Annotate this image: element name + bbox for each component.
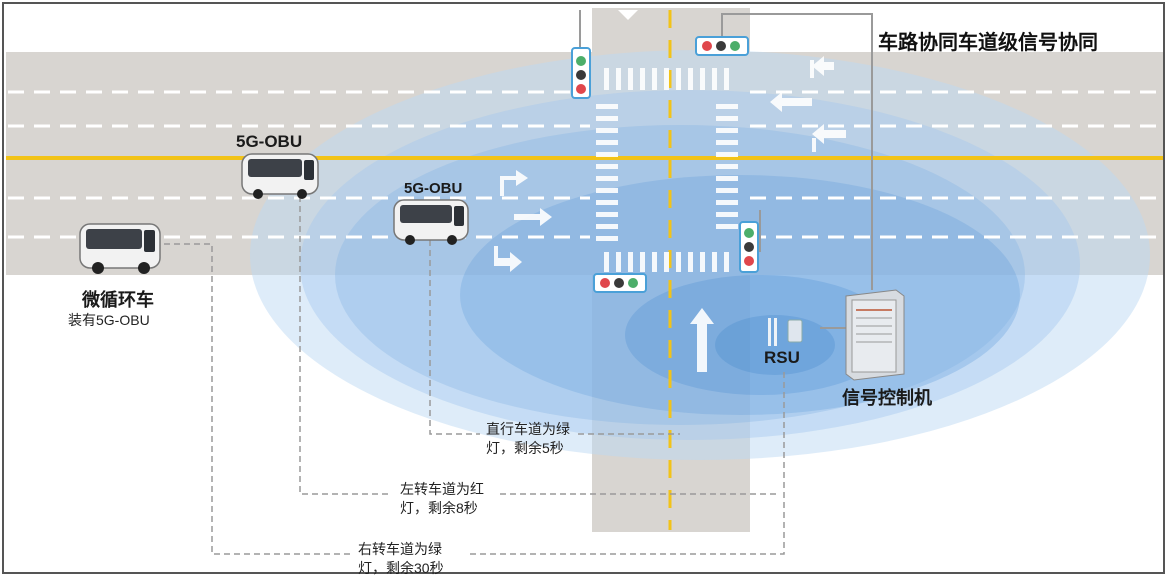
rsu-antenna-icon — [768, 318, 803, 346]
rsu-label: RSU — [764, 348, 800, 367]
arrow-icon — [690, 308, 714, 372]
straight-message-line1: 直行车道为绿 — [486, 421, 570, 437]
leader-lines — [164, 196, 785, 555]
bus-sub-label: 装有5G-OBU — [68, 312, 150, 328]
arrow-icon — [494, 170, 552, 272]
straight-lane-message: 直行车道为绿 灯，剩余5秒 — [486, 420, 570, 458]
bus-icon — [241, 153, 319, 199]
traffic-light-icon — [695, 36, 749, 56]
direction-marker — [618, 10, 638, 20]
arrow-icon — [770, 56, 846, 152]
bus-name-label: 微循环车 — [82, 290, 154, 310]
traffic-light-icon — [739, 221, 759, 273]
obu-label-left: 5G-OBU — [236, 132, 303, 151]
controller-label: 信号控制机 — [842, 388, 932, 408]
right-message-line1: 右转车道为绿 — [358, 541, 442, 557]
right-lane-message: 右转车道为绿 灯，剩余30秒 — [358, 540, 444, 578]
traffic-light-icon — [593, 273, 647, 293]
obu-label-mid: 5G-OBU — [404, 180, 463, 197]
crosswalk-bottom — [604, 252, 729, 272]
bus-icon — [79, 223, 161, 274]
control-cables — [579, 10, 873, 329]
straight-message-line2: 灯，剩余5秒 — [486, 440, 564, 456]
left-message-line1: 左转车道为红 — [400, 481, 484, 497]
signal-cabinet-icon — [845, 289, 905, 381]
right-message-line2: 灯，剩余30秒 — [358, 560, 444, 576]
diagram-frame — [2, 2, 1165, 574]
bus-icon — [393, 199, 469, 245]
crosswalk-right — [716, 104, 738, 229]
left-message-line2: 灯，剩余8秒 — [400, 500, 478, 516]
crosswalk-left — [596, 104, 618, 241]
crosswalk-top — [604, 68, 729, 90]
left-lane-message: 左转车道为红 灯，剩余8秒 — [400, 480, 484, 518]
diagram-title: 车路协同车道级信号协同 — [878, 32, 1098, 54]
traffic-light-icon — [571, 47, 591, 99]
